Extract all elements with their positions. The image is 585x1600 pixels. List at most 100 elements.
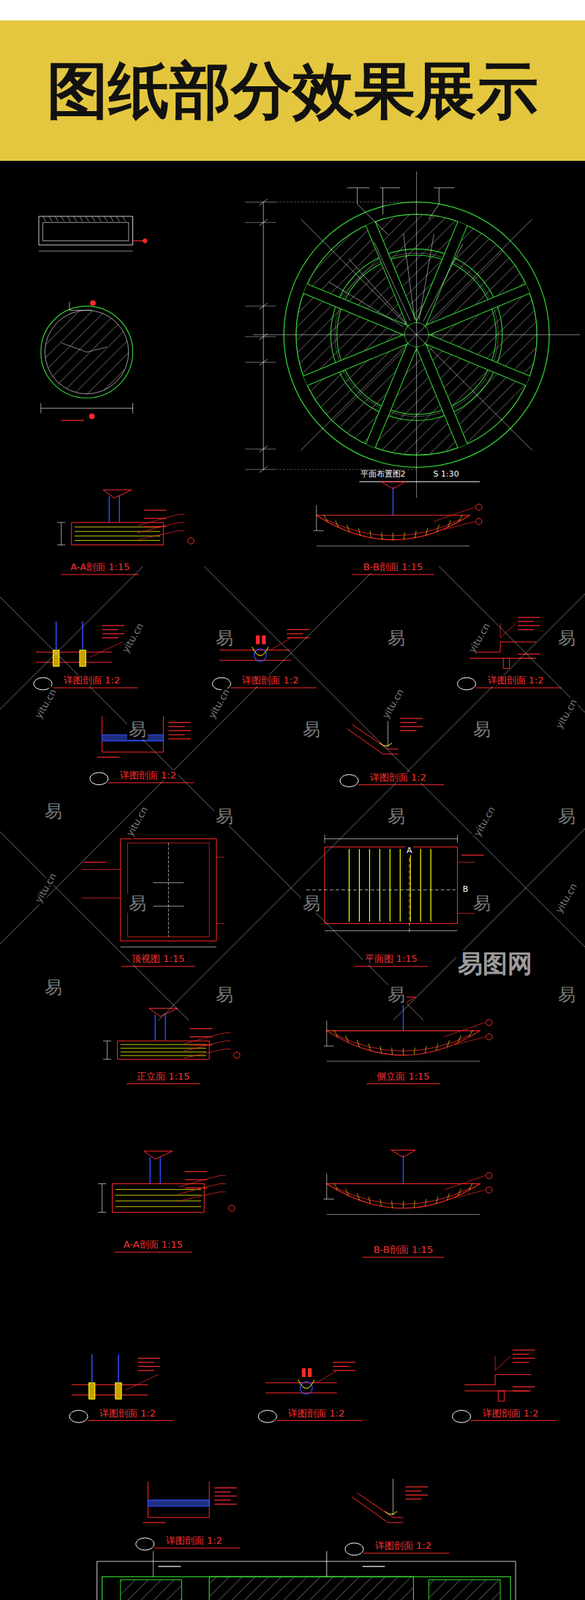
section-label: A-A剖面 1:15 xyxy=(68,562,131,573)
watermark: 易 xyxy=(556,628,577,648)
watermark: 易 xyxy=(214,985,235,1005)
cad-line xyxy=(103,216,107,222)
cad-line xyxy=(464,1390,531,1392)
cad-line xyxy=(144,518,167,520)
watermark: yitu.cn xyxy=(553,696,580,733)
cad-line xyxy=(315,505,317,531)
cad-line xyxy=(368,1044,371,1052)
cad-line xyxy=(219,660,292,662)
cad-line xyxy=(316,545,470,547)
cad-line xyxy=(97,216,101,222)
cad-line xyxy=(137,530,185,541)
cad-line xyxy=(323,1046,335,1048)
detail-label: 详图剖面 1:2 xyxy=(97,1409,158,1420)
cad-rect xyxy=(102,1577,511,1600)
cad-line xyxy=(74,536,161,537)
cad-line xyxy=(244,469,276,471)
watermark: 易 xyxy=(214,628,235,648)
cad-line xyxy=(457,913,475,915)
detail-circle xyxy=(457,677,476,691)
cad-line xyxy=(168,734,185,736)
title-banner: 图纸部分效果展示 xyxy=(0,20,585,161)
cad-line xyxy=(323,514,328,523)
cad-line xyxy=(67,216,71,222)
cad-line xyxy=(270,638,292,651)
cad-line xyxy=(164,1014,166,1042)
watermark: 易 xyxy=(214,807,235,827)
cad-line xyxy=(137,514,185,526)
cad-line xyxy=(464,1375,531,1386)
cad-line xyxy=(96,1561,98,1600)
cad-line xyxy=(326,1020,327,1047)
cad-circle xyxy=(254,649,267,662)
cad-line xyxy=(348,849,350,923)
cad-line xyxy=(91,1355,93,1384)
cad-line xyxy=(358,528,361,537)
cad-line xyxy=(183,1033,231,1045)
cad-line xyxy=(57,522,66,523)
cad-shape xyxy=(326,1184,480,1210)
cad-line xyxy=(468,1030,473,1038)
cad-line xyxy=(323,835,325,844)
cad-line xyxy=(147,1482,149,1519)
cad-circle xyxy=(44,310,128,394)
cad-line xyxy=(61,216,65,222)
cad-line xyxy=(470,1420,557,1422)
cad-line xyxy=(457,1189,461,1197)
cad-line xyxy=(438,566,585,1021)
cad-line xyxy=(81,897,121,899)
cad-line xyxy=(430,849,432,923)
watermark: yitu.cn xyxy=(471,803,498,840)
cad-circle xyxy=(476,518,482,525)
cad-line xyxy=(458,514,463,523)
cad-shape xyxy=(316,515,470,541)
detail-circle xyxy=(340,775,359,788)
cad-line xyxy=(356,1193,360,1201)
cad-line xyxy=(306,889,456,891)
cad-line xyxy=(120,946,217,948)
watermark: 易 xyxy=(471,720,493,740)
cad-line xyxy=(214,1500,231,1502)
cad-line xyxy=(101,716,103,753)
cad-line xyxy=(144,509,167,511)
cad-line xyxy=(454,1190,485,1199)
cad-line xyxy=(185,1171,208,1173)
cad-line xyxy=(97,756,120,758)
cad-line xyxy=(244,361,276,363)
cad-rect xyxy=(428,1580,501,1600)
detail-circle xyxy=(345,1543,364,1557)
cad-line xyxy=(103,1041,112,1043)
cad-line xyxy=(380,1199,382,1208)
cad-line xyxy=(374,242,411,322)
section-label: B-B剖面 1:15 xyxy=(361,562,425,573)
view-label: 平面图 1:15 xyxy=(363,954,420,965)
cad-line xyxy=(275,201,417,203)
cad-line xyxy=(428,187,439,220)
detail-circle xyxy=(451,1410,471,1424)
page-title: 图纸部分效果展示 xyxy=(46,57,539,125)
cad-line xyxy=(190,1028,213,1030)
cad-line xyxy=(149,1157,151,1184)
watermark: yitu.cn xyxy=(553,880,580,917)
cad-line xyxy=(147,1518,210,1519)
cad-line xyxy=(323,1199,335,1200)
cad-shape xyxy=(384,1512,398,1516)
cad-line xyxy=(382,187,384,215)
watermark: 易 xyxy=(43,802,64,822)
cad-line xyxy=(416,221,459,322)
cad-circle xyxy=(299,1382,313,1395)
cad-line xyxy=(54,216,58,222)
cad-line xyxy=(332,1366,349,1368)
cad-line xyxy=(316,1371,338,1384)
cad-line xyxy=(399,722,417,724)
cad-line xyxy=(102,637,119,639)
cad-line xyxy=(303,293,404,335)
spoke-fill xyxy=(425,283,530,335)
watermark: yitu.cn xyxy=(206,686,233,723)
cad-line xyxy=(353,966,428,968)
watermark-logo: 易图网 xyxy=(456,951,534,979)
spoke-fill xyxy=(303,283,408,335)
cad-line xyxy=(231,688,317,689)
cad-line xyxy=(357,187,389,235)
view-label: 侧立面 1:15 xyxy=(375,1072,431,1083)
